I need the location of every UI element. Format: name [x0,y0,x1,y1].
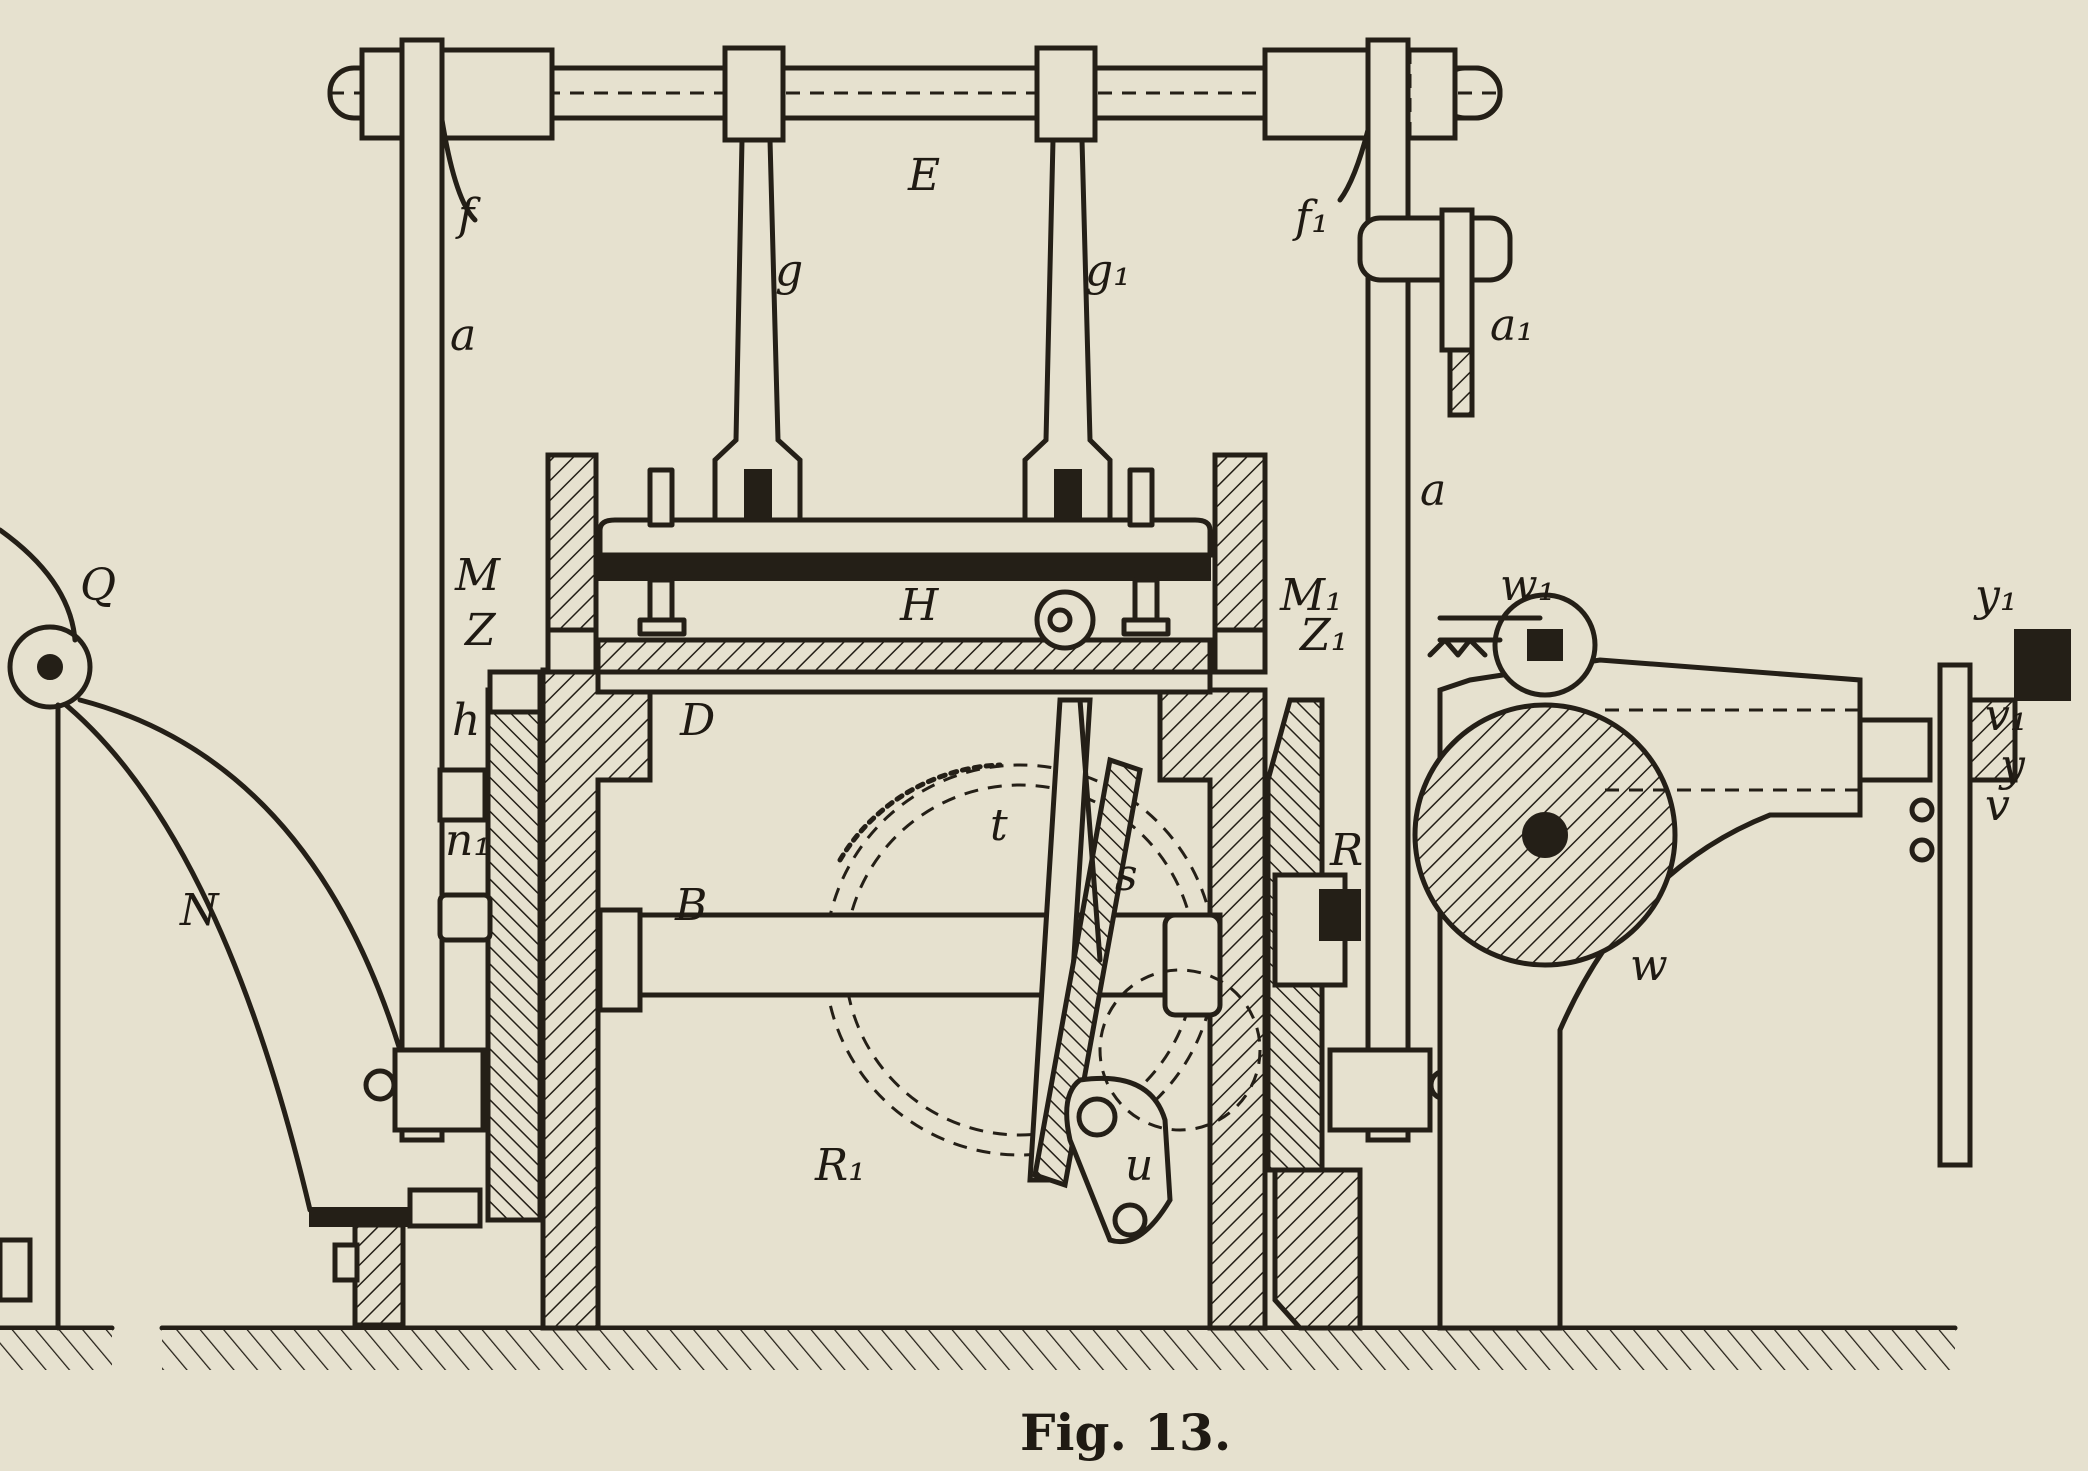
label-h: h [452,695,480,746]
left-rod-a [363,37,486,1143]
label-w1: w₁ [1500,560,1555,611]
label-f1: f₁ [1292,192,1329,243]
label-n1: n₁ [445,815,491,866]
label-u: u [1125,1140,1153,1191]
label-a-right: a [1420,465,1446,516]
label-v: v [1985,780,2010,831]
label-w: w [1630,940,1668,991]
left-gear [309,669,543,1229]
label-f: f [455,190,481,241]
label-a1: a₁ [1490,300,1534,351]
label-E: E [907,150,940,201]
label-H: H [899,580,940,631]
label-y: y [1998,740,2026,791]
rack-t [1027,697,1143,1189]
label-B: B [674,880,707,931]
label-s: s [1115,850,1138,901]
label-g: g [775,245,803,296]
label-Z: Z [463,605,497,656]
label-N: N [179,885,220,936]
shaft-B [597,907,1223,1018]
label-a-left: a [450,310,476,361]
crank-a1 [1357,207,1513,418]
label-M: M [454,550,501,601]
crank-u [1064,968,1262,1245]
right-gear [1265,697,1363,1331]
label-M1: M₁ [1279,570,1343,621]
label-v1: v₁ [1985,690,2028,741]
label-D: D [679,695,715,746]
label-y1: y₁ [1973,570,2018,621]
figure-caption: Fig. 13. [1020,1403,1231,1462]
label-R: R [1329,825,1363,876]
label-t: t [990,800,1008,851]
cam-assembly [1412,592,2071,1331]
top-shaft [327,45,1503,143]
press-plates [595,467,1213,695]
ground [0,1325,1958,1370]
label-Z1: Z₁ [1298,610,1348,661]
label-R1: R₁ [814,1140,866,1191]
lever-N [0,527,406,1331]
label-Q: Q [80,560,116,611]
label-g1: g₁ [1085,245,1131,296]
